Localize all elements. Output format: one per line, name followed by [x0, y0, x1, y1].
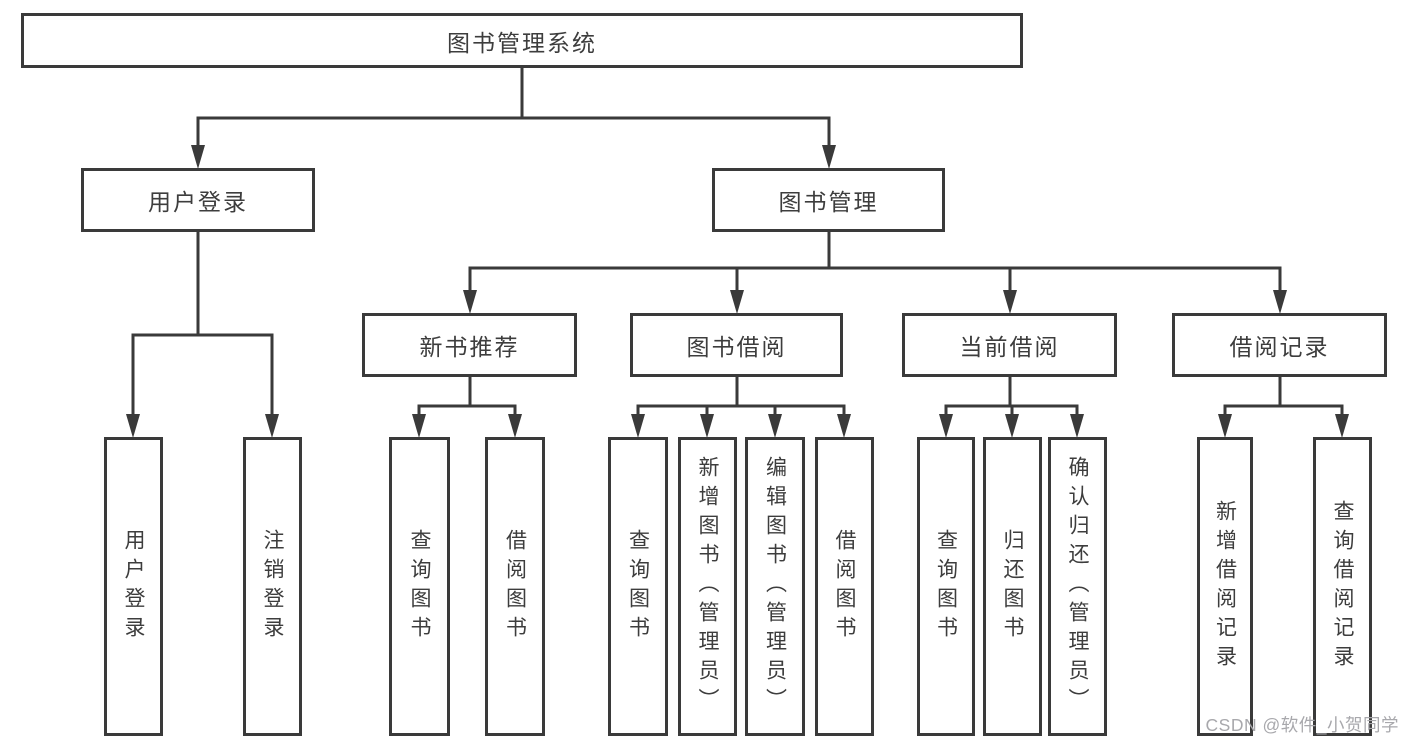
node-borrow-records: 借阅记录	[1172, 313, 1387, 377]
leaf-recommend-borrow-books: 借阅图书	[485, 437, 545, 736]
leaf-logout: 注销登录	[243, 437, 302, 736]
node-book-borrow: 图书借阅	[630, 313, 843, 377]
node-root: 图书管理系统	[21, 13, 1023, 68]
node-current-borrow-label: 当前借阅	[959, 334, 1060, 360]
node-new-book-recommend-label: 新书推荐	[419, 334, 520, 360]
leaf-confirm-return-admin: 确认归还（管理员）	[1048, 437, 1107, 736]
leaf-add-books-admin-label: 新增图书（管理员）	[696, 456, 719, 717]
leaf-borrow-books-label: 借阅图书	[833, 528, 856, 645]
leaf-recommend-query-books-label: 查询图书	[408, 528, 431, 645]
leaf-add-borrow-record: 新增借阅记录	[1197, 437, 1253, 736]
leaf-edit-books-admin-label: 编辑图书（管理员）	[763, 456, 787, 717]
leaf-query-borrow-record: 查询借阅记录	[1313, 437, 1372, 736]
leaf-current-query-books-label: 查询图书	[934, 528, 958, 645]
leaf-add-borrow-record-label: 新增借阅记录	[1213, 499, 1237, 674]
leaf-return-books: 归还图书	[983, 437, 1042, 736]
leaf-add-books-admin: 新增图书（管理员）	[678, 437, 737, 736]
leaf-query-borrow-record-label: 查询借阅记录	[1331, 499, 1354, 674]
node-user-login-label: 用户登录	[148, 189, 248, 215]
leaf-logout-label: 注销登录	[261, 528, 284, 645]
node-user-login: 用户登录	[81, 168, 315, 232]
leaf-confirm-return-admin-label: 确认归还（管理员）	[1066, 456, 1089, 717]
leaf-recommend-query-books: 查询图书	[389, 437, 450, 736]
leaf-recommend-borrow-books-label: 借阅图书	[503, 528, 527, 645]
node-book-management: 图书管理	[712, 168, 945, 232]
leaf-current-query-books: 查询图书	[917, 437, 975, 736]
leaf-edit-books-admin: 编辑图书（管理员）	[745, 437, 805, 736]
leaf-borrow-books: 借阅图书	[815, 437, 874, 736]
node-new-book-recommend: 新书推荐	[362, 313, 577, 377]
node-book-management-label: 图书管理	[778, 189, 879, 215]
leaf-user-login-label: 用户登录	[122, 528, 145, 645]
csdn-watermark: CSDN @软件_小贺同学	[1205, 715, 1399, 735]
leaf-user-login: 用户登录	[104, 437, 163, 736]
node-root-label: 图书管理系统	[447, 29, 597, 56]
node-book-borrow-label: 图书借阅	[686, 334, 787, 360]
leaf-borrow-query-books-label: 查询图书	[626, 528, 650, 645]
leaf-borrow-query-books: 查询图书	[608, 437, 668, 736]
leaf-return-books-label: 归还图书	[1001, 528, 1024, 645]
node-current-borrow: 当前借阅	[902, 313, 1117, 377]
node-borrow-records-label: 借阅记录	[1229, 334, 1330, 360]
